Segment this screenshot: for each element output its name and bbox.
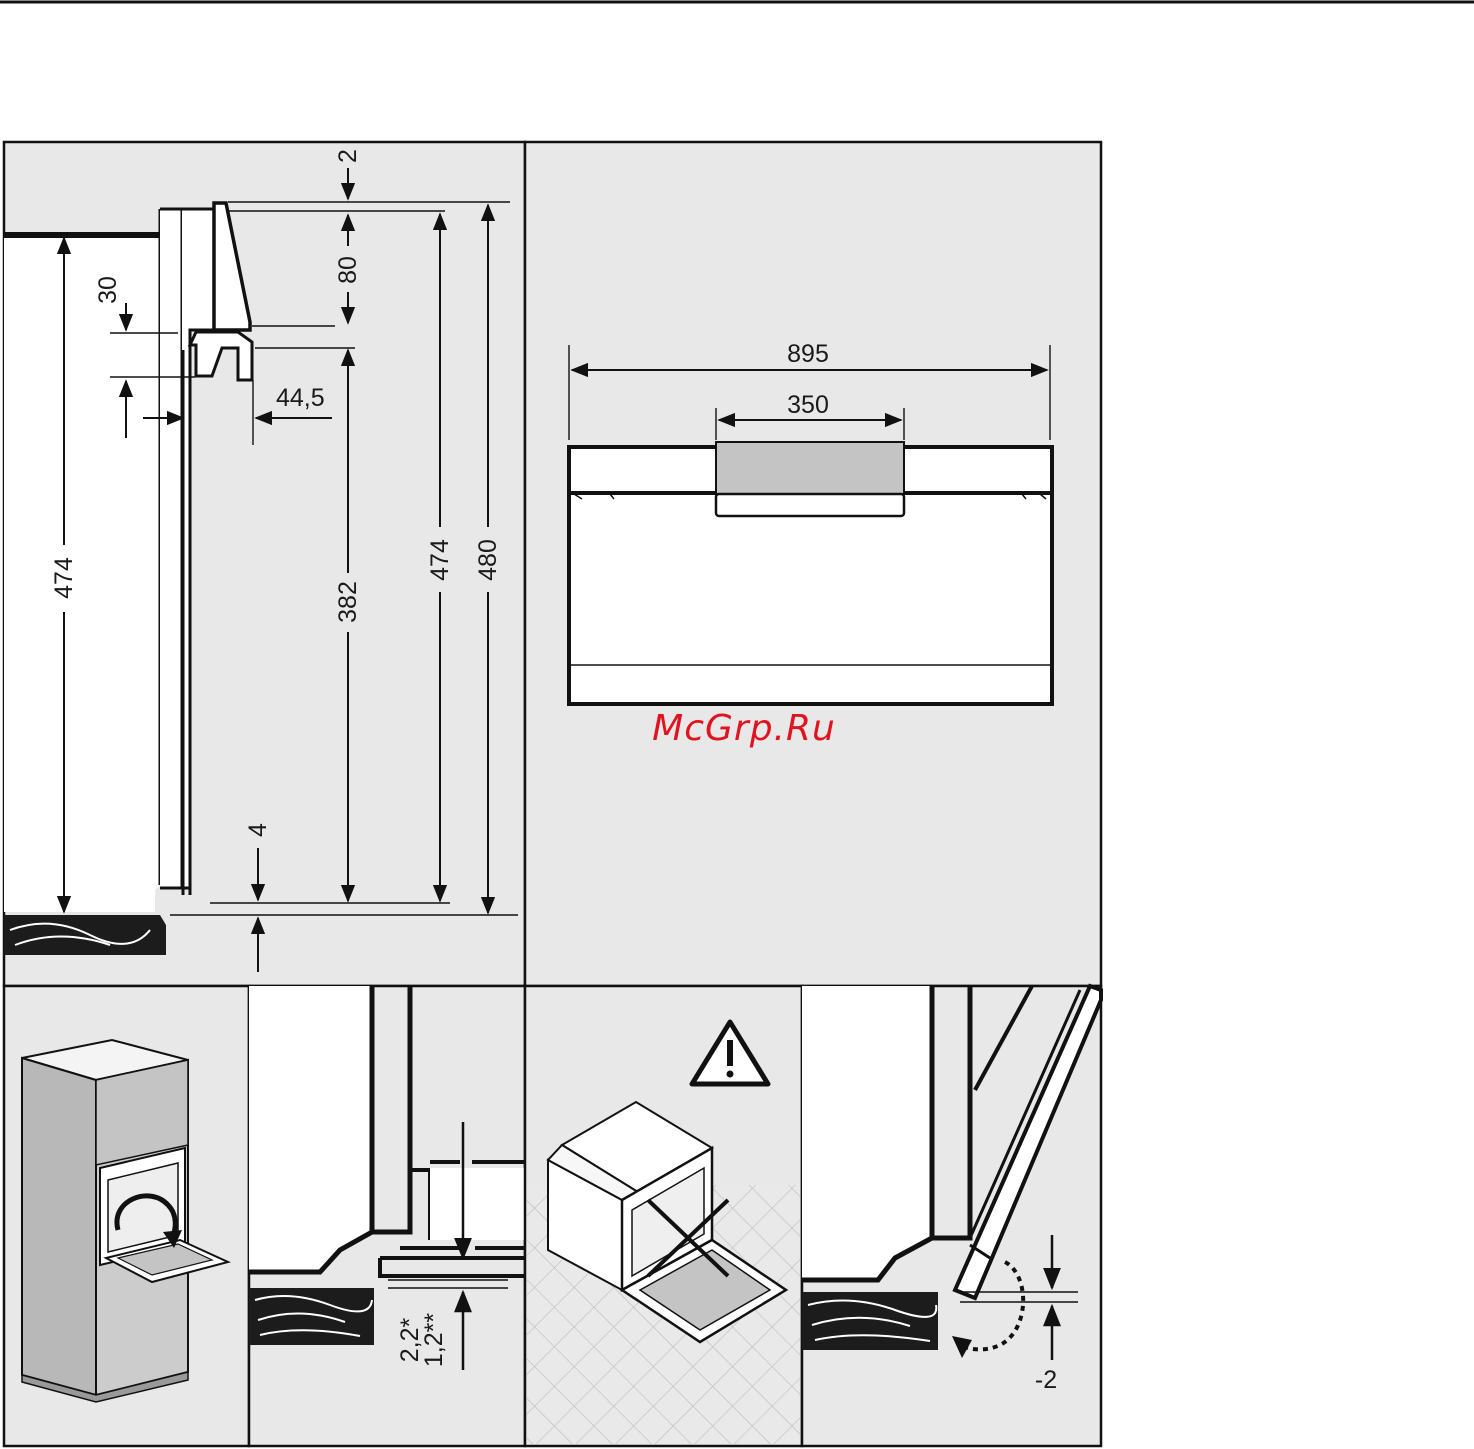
dim-total: 480 (474, 539, 502, 581)
dim-bottom: 4 (244, 823, 272, 837)
panel-cabinet-isometric (4, 986, 249, 1446)
panel-gap-detail: 2,2* 1,2** (249, 986, 525, 1446)
watermark: McGrp.Ru (652, 708, 836, 749)
panel-side-view: 2 80 30 44,5 474 382 474 480 4 (4, 142, 525, 986)
panel-tilt-detail: -2 (802, 986, 1101, 1446)
dim-width: 895 (787, 340, 829, 368)
dim-opening: 382 (334, 581, 362, 623)
dim-depth: 44,5 (276, 384, 325, 412)
dim-cabinet: 474 (50, 557, 78, 599)
dim-height: 474 (426, 539, 454, 581)
dim-top-gap: 2 (334, 149, 362, 163)
dim-panel-width: 350 (787, 391, 829, 419)
gap-label-secondary: 1,2** (420, 1313, 448, 1367)
panel-front-view: 895 350 McGrp.Ru (525, 142, 1101, 986)
dim-offset: 30 (94, 276, 122, 304)
tilt-value: -2 (1035, 1366, 1057, 1394)
dim-panel: 80 (334, 256, 362, 284)
panel-warning (525, 986, 802, 1446)
